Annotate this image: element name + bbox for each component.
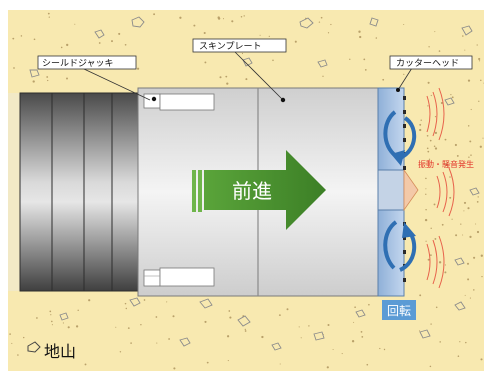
shield-jack-label: シールドジャッキ (42, 59, 114, 69)
ground-label: 地山 (44, 342, 76, 361)
skin-plate-callout (192, 38, 287, 53)
cutter-head (377, 87, 419, 297)
leader-lines (83, 51, 413, 101)
ground-rocks (29, 16, 480, 351)
advance-label: 前進 (232, 179, 272, 203)
rotation-arrow-bottom (383, 220, 417, 272)
skin-plate-pointer-dot (280, 97, 286, 103)
rotation-label: 回転 (387, 304, 411, 318)
cutter-head-label: カッターヘッド (396, 58, 459, 69)
rotation-arrow-top (383, 110, 417, 166)
shield-jack-top (143, 93, 215, 111)
segment-lining (19, 92, 139, 292)
cutter-pointer-dot (396, 88, 400, 92)
shield-jack-bottom (143, 267, 215, 287)
vibration-waves-bottom (426, 235, 445, 289)
vibration-waves-top (426, 87, 445, 141)
shield-jack-callout (37, 55, 137, 70)
ground-icon (27, 341, 41, 353)
rotation-badge (382, 300, 416, 320)
advance-arrow (192, 150, 326, 230)
vibration-noise-label: 振動・騒音発生 (418, 159, 474, 169)
skin-plate-label: スキンプレート (199, 41, 261, 52)
vibration-waves-middle (436, 167, 455, 217)
cutter-head-callout (389, 55, 473, 70)
